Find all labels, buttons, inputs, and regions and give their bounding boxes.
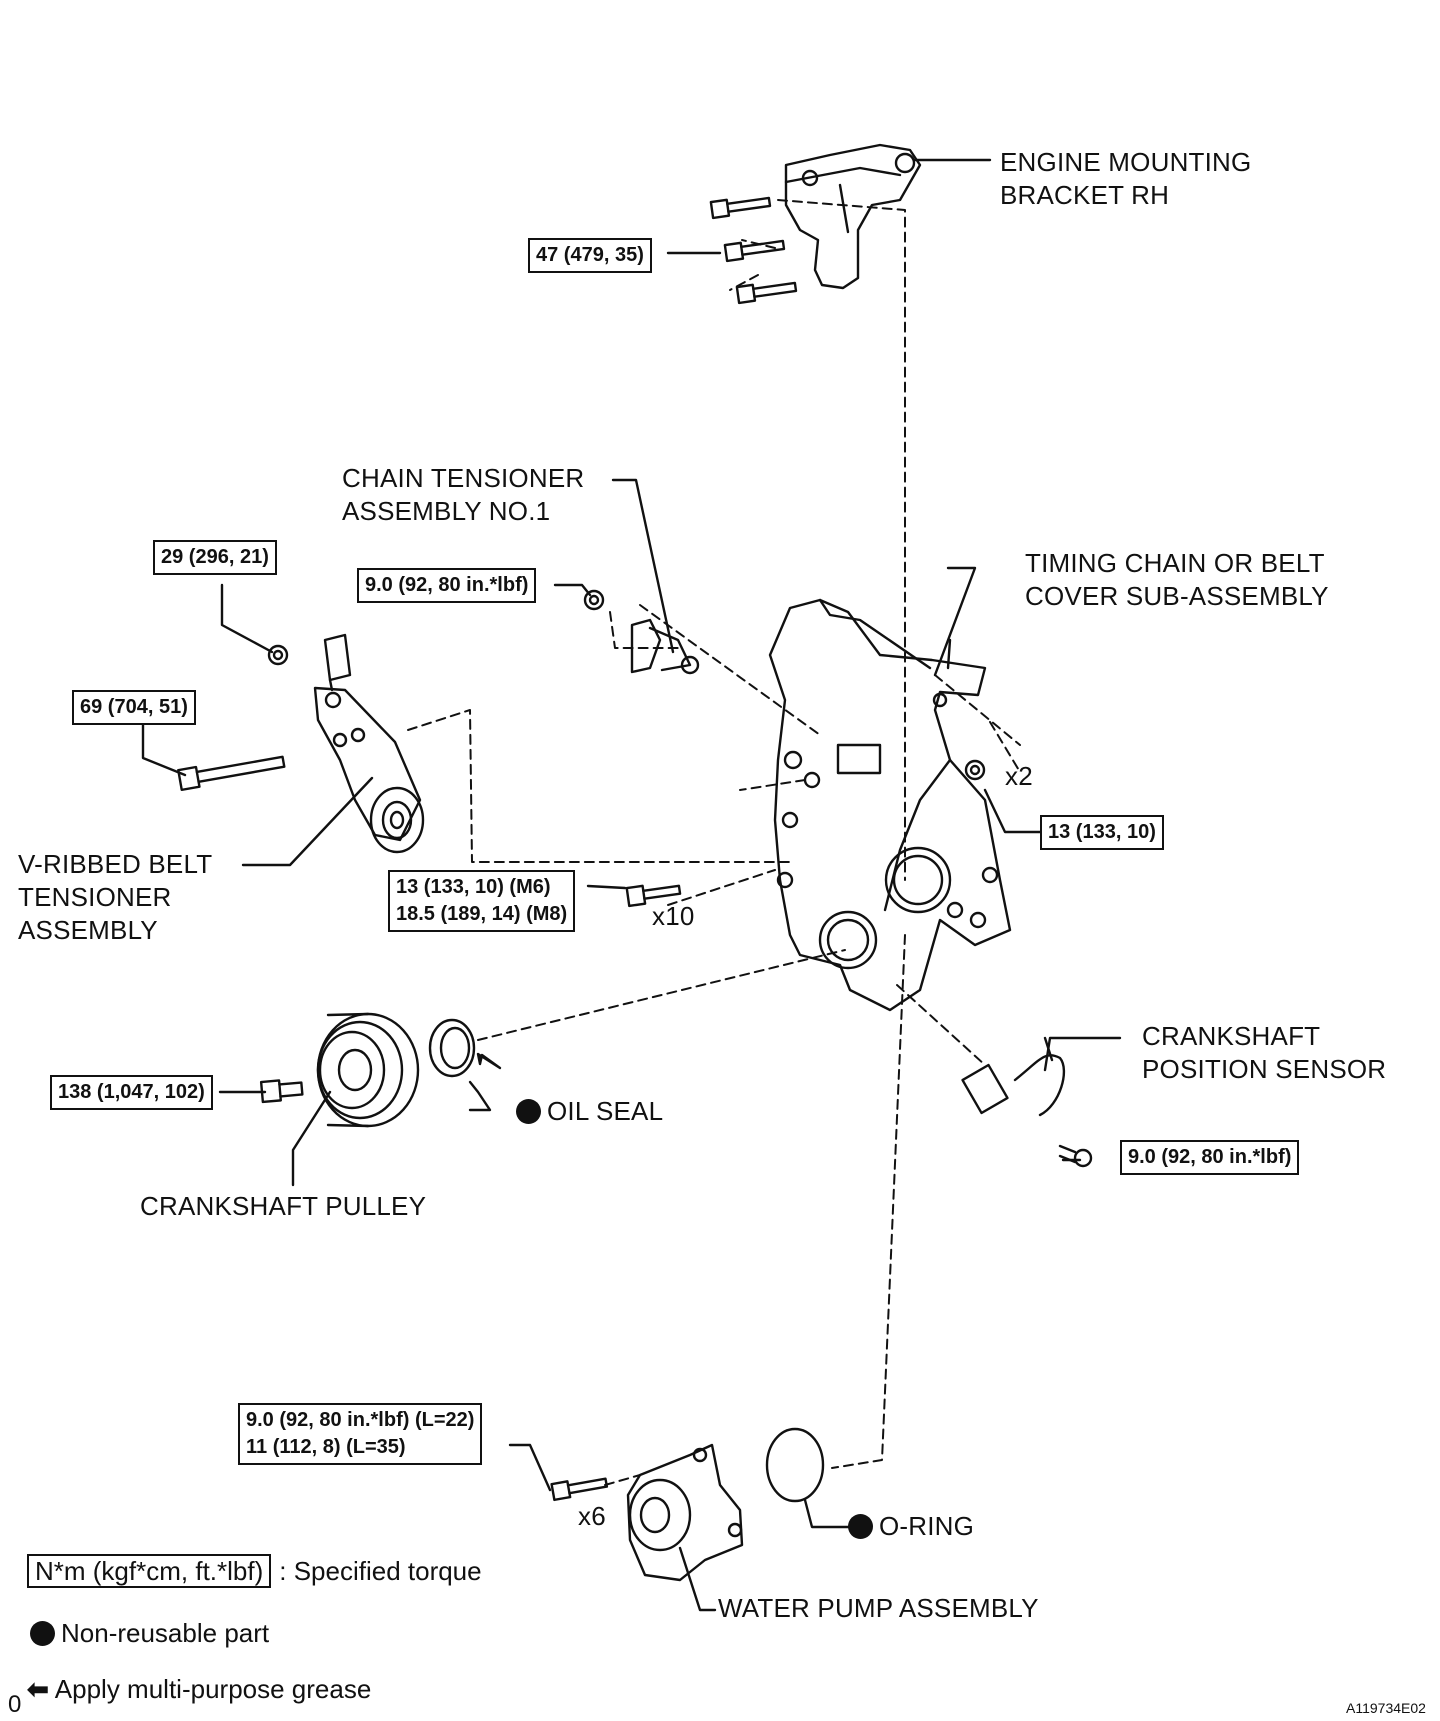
- torque-value: 9.0 (92, 80 in.*lbf): [365, 574, 529, 596]
- label-timing-cover: TIMING CHAIN OR BELT COVER SUB-ASSEMBLY: [1025, 547, 1329, 613]
- label-line: ASSEMBLY: [18, 915, 158, 945]
- torque-value: 138 (1,047, 102): [58, 1081, 205, 1103]
- torque-cover-nuts: 13 (133, 10): [1040, 815, 1164, 850]
- label-line: BRACKET RH: [1000, 180, 1170, 210]
- label-oil-seal: OIL SEAL: [516, 1095, 663, 1128]
- label-line: COVER SUB-ASSEMBLY: [1025, 581, 1329, 611]
- qty-cover-nuts: x2: [1005, 761, 1033, 791]
- grease-arrow: [476, 1052, 502, 1070]
- torque-tensioner-bolt: 69 (704, 51): [72, 690, 196, 725]
- torque-pulley-bolt: 138 (1,047, 102): [50, 1075, 213, 1110]
- bracket-bolts: [709, 196, 798, 305]
- torque-cover-bolts: 13 (133, 10) (M6) 18.5 (189, 14) (M8): [388, 870, 576, 932]
- non-reusable-dot-icon: [30, 1621, 55, 1646]
- qty-cover-bolts: x10: [652, 901, 695, 931]
- label-text: WATER PUMP ASSEMBLY: [718, 1593, 1039, 1623]
- v-ribbed-belt-tensioner-part: [313, 633, 425, 854]
- torque-value: 11 (112, 8) (L=35): [246, 1436, 406, 1458]
- legend-torque-key: N*m (kgf*cm, ft.*lbf): [27, 1554, 272, 1588]
- label-chain-tensioner: CHAIN TENSIONER ASSEMBLY NO.1: [342, 462, 584, 528]
- label-text: CRANKSHAFT PULLEY: [140, 1191, 427, 1221]
- o-ring-part: [765, 1427, 825, 1503]
- label-text: O-RING: [879, 1511, 975, 1541]
- legend-torque: N*m (kgf*cm, ft.*lbf): Specified torque: [27, 1554, 482, 1588]
- pump-bolt: [550, 1477, 609, 1502]
- label-crankshaft-pulley: CRANKSHAFT PULLEY: [140, 1190, 426, 1223]
- tensioner-bolt: [177, 755, 286, 792]
- sensor-bolt: [1058, 1144, 1093, 1168]
- torque-tensioner-nut: 29 (296, 21): [153, 540, 277, 575]
- legend-torque-text: : Specified torque: [279, 1556, 482, 1586]
- crankshaft-pulley-part: [316, 1012, 420, 1128]
- label-line: V-RIBBED BELT: [18, 849, 213, 879]
- legend-nonreusable: Non-reusable part: [30, 1617, 269, 1649]
- torque-pump-bolts: 9.0 (92, 80 in.*lbf) (L=22) 11 (112, 8) …: [238, 1403, 483, 1465]
- torque-value: 13 (133, 10): [1048, 821, 1156, 843]
- grease-arrow-icon: ⬅: [27, 1674, 49, 1704]
- qty-pump-bolts: x6: [578, 1501, 606, 1531]
- torque-sensor-bolt: 9.0 (92, 80 in.*lbf): [1120, 1140, 1300, 1175]
- torque-value: 9.0 (92, 80 in.*lbf) (L=22): [246, 1409, 475, 1431]
- label-line: TIMING CHAIN OR BELT: [1025, 548, 1325, 578]
- pulley-bolt: [259, 1079, 304, 1104]
- corner-mark: 0: [8, 1691, 22, 1718]
- torque-value: 18.5 (189, 14) (M8): [396, 903, 568, 925]
- water-pump-part: [626, 1443, 744, 1582]
- label-line: POSITION SENSOR: [1142, 1054, 1387, 1084]
- cover-nut: [964, 759, 986, 781]
- torque-value: 29 (296, 21): [161, 546, 269, 568]
- label-engine-mounting-bracket: ENGINE MOUNTING BRACKET RH: [1000, 146, 1251, 212]
- torque-value: 69 (704, 51): [80, 696, 188, 718]
- label-line: ENGINE MOUNTING: [1000, 147, 1252, 177]
- torque-value: 13 (133, 10) (M6): [396, 876, 551, 898]
- torque-value: 9.0 (92, 80 in.*lbf): [1128, 1146, 1292, 1168]
- non-reusable-dot-icon: [516, 1099, 541, 1124]
- chain-tensioner-part: [630, 618, 700, 675]
- label-line: TENSIONER: [18, 882, 172, 912]
- figure-id: A119734E02: [1346, 1700, 1426, 1716]
- oil-seal-part: [428, 1018, 476, 1078]
- label-line: CHAIN TENSIONER: [342, 463, 585, 493]
- torque-bracket-bolts: 47 (479, 35): [528, 238, 652, 273]
- crankshaft-position-sensor-part: [961, 1036, 1066, 1117]
- torque-value: 47 (479, 35): [536, 244, 644, 266]
- label-text: OIL SEAL: [547, 1096, 664, 1126]
- legend-grease: ⬅Apply multi-purpose grease: [27, 1673, 371, 1705]
- label-line: ASSEMBLY NO.1: [342, 496, 551, 526]
- non-reusable-dot-icon: [848, 1514, 873, 1539]
- label-water-pump: WATER PUMP ASSEMBLY: [718, 1592, 1039, 1625]
- tensioner-nut: [267, 644, 289, 666]
- cover-bolt: [625, 884, 682, 908]
- torque-chain-tensioner-nut: 9.0 (92, 80 in.*lbf): [357, 568, 537, 603]
- legend-nonreusable-text: Non-reusable part: [61, 1618, 270, 1648]
- timing-cover-part: [768, 598, 1012, 1012]
- chain-tensioner-nut: [583, 589, 605, 611]
- legend-grease-text: Apply multi-purpose grease: [54, 1674, 372, 1704]
- label-belt-tensioner: V-RIBBED BELT TENSIONER ASSEMBLY: [18, 848, 212, 947]
- assembly-dashed-lines: [407, 199, 1021, 1486]
- label-line: CRANKSHAFT: [1142, 1021, 1321, 1051]
- leader-lines: [141, 158, 1122, 1612]
- label-crankshaft-sensor: CRANKSHAFT POSITION SENSOR: [1142, 1020, 1386, 1086]
- label-o-ring: O-RING: [848, 1510, 974, 1543]
- engine-mounting-bracket-part: [784, 143, 922, 290]
